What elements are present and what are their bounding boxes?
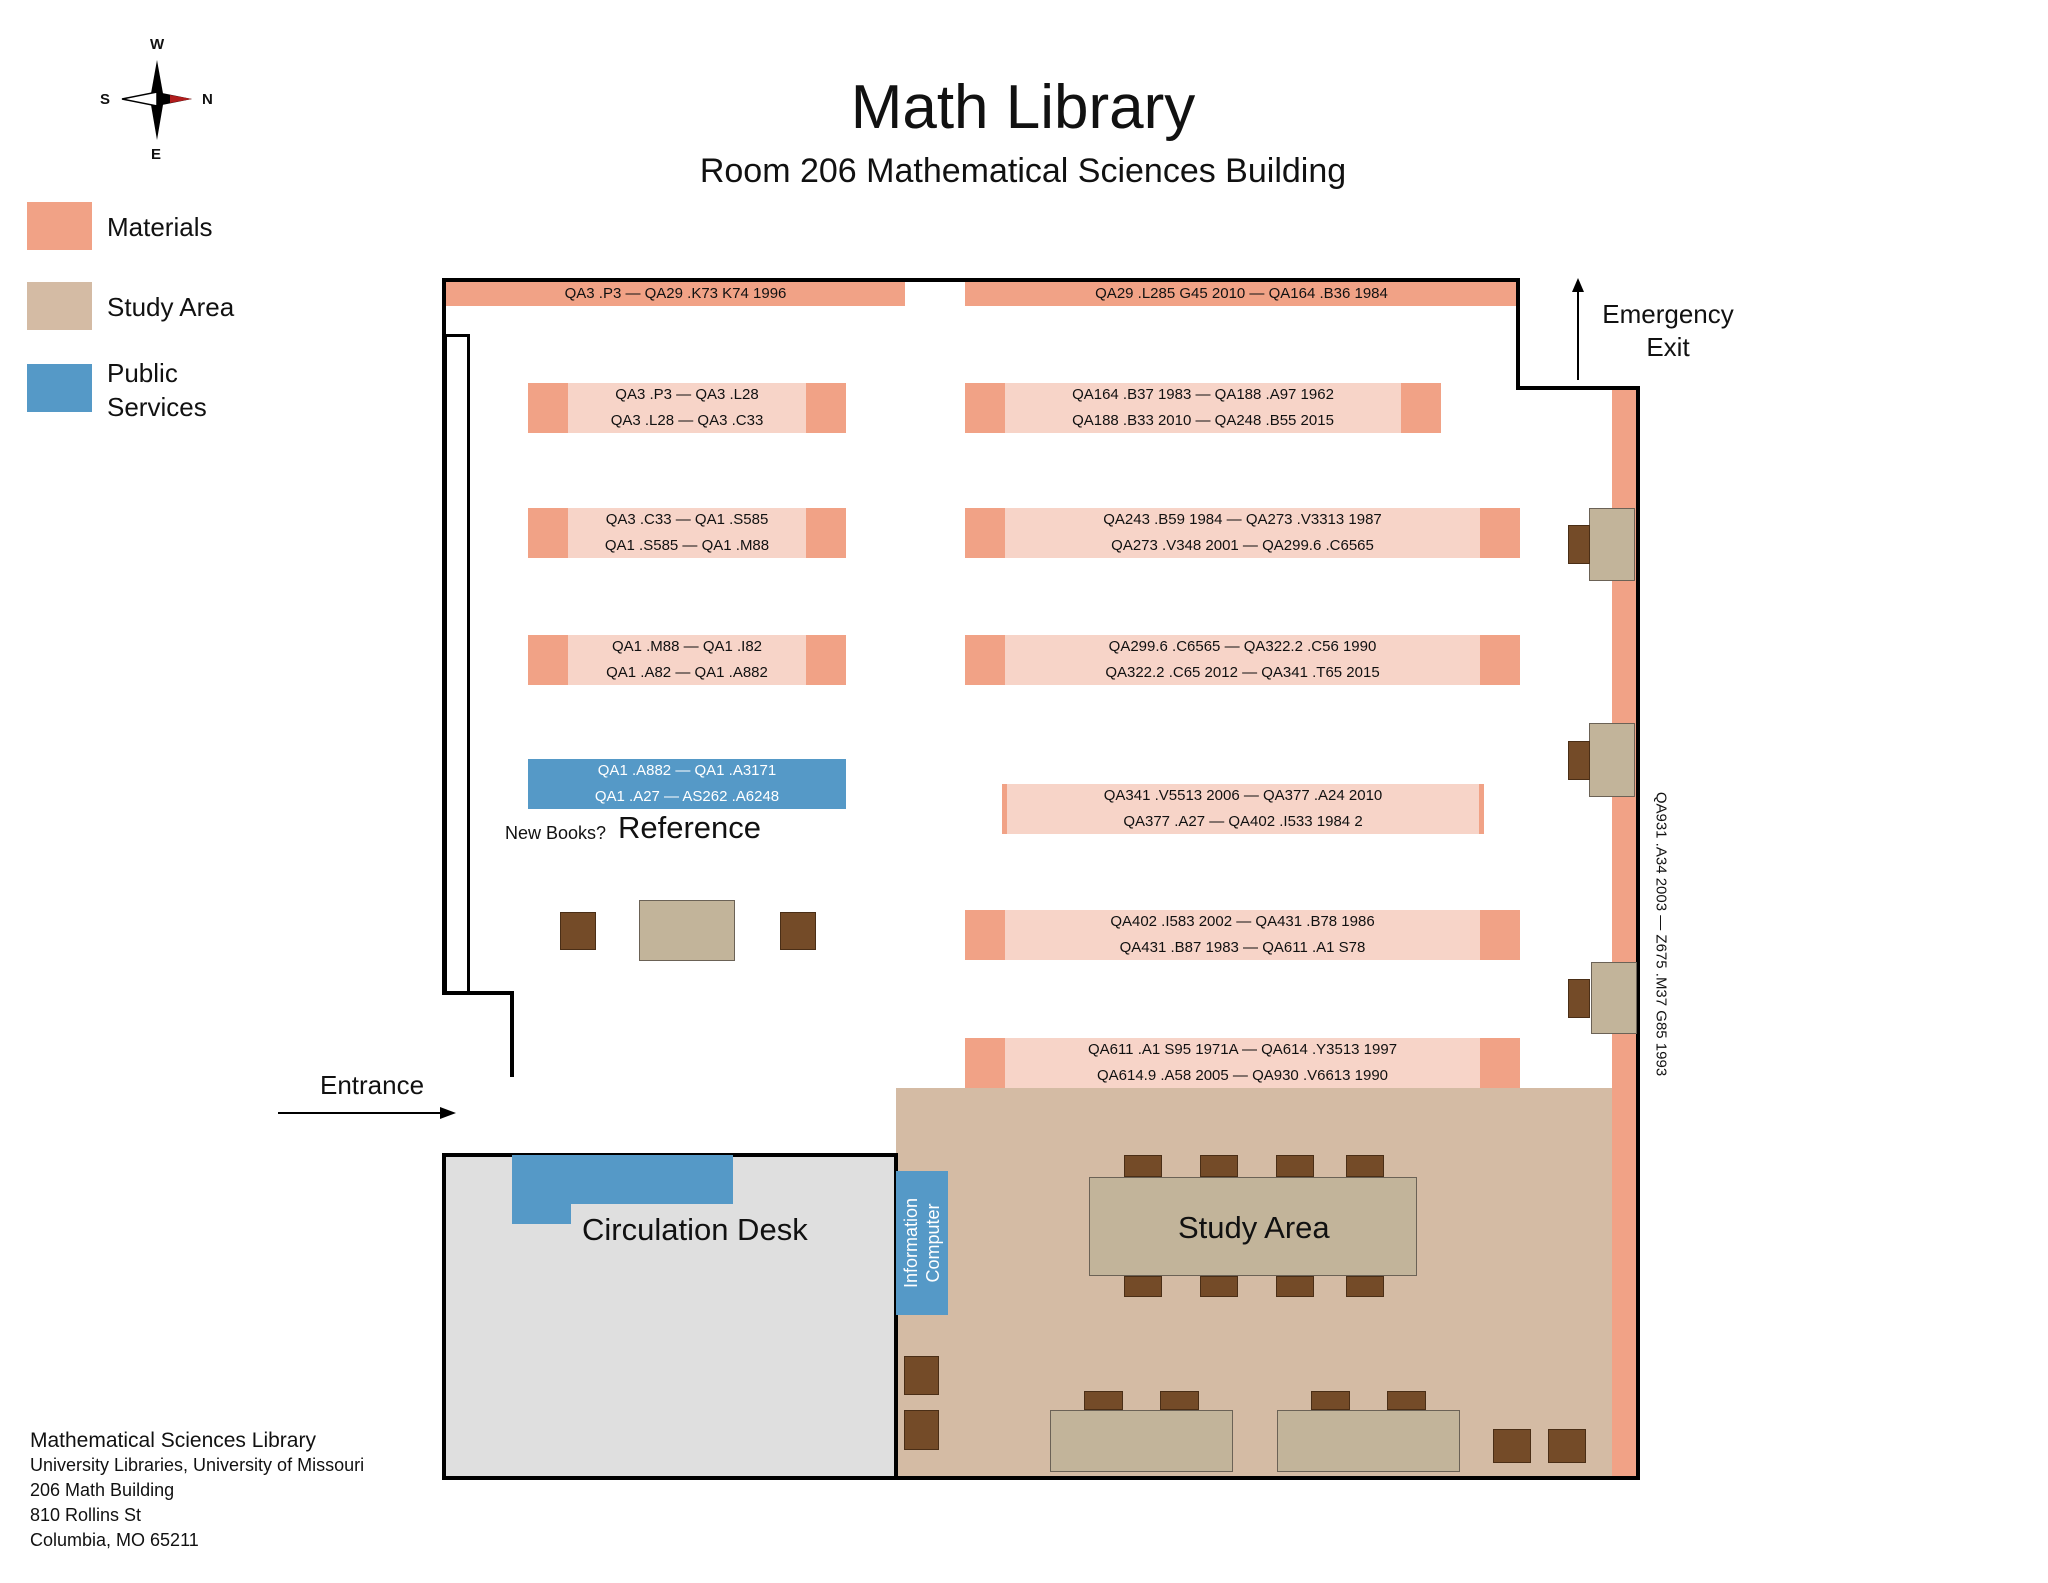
- wall-north: [442, 278, 1520, 282]
- circulation-desk-label: Circulation Desk: [582, 1212, 808, 1247]
- information-computer-label: Information Computer: [901, 1197, 943, 1289]
- chair: [1493, 1429, 1531, 1463]
- address-line: Mathematical Sciences Library: [30, 1429, 316, 1452]
- shelf-east-wall-label: QA931 .A34 2003 — Z675 .M37 G85 1993: [1652, 791, 1670, 1077]
- wall-circulation-east: [894, 1153, 898, 1480]
- reference-table: [639, 900, 735, 961]
- reference-label: Reference: [618, 810, 762, 845]
- wall-entrance-h: [444, 991, 514, 995]
- compass-w: W: [150, 36, 165, 53]
- study-table: [1050, 1410, 1233, 1472]
- address-line: 206 Math Building: [30, 1480, 175, 1500]
- information-computer[interactable]: [896, 1171, 948, 1315]
- legend-label-study-area: Study Area: [107, 292, 235, 322]
- chair: [1548, 1429, 1586, 1463]
- chair: [1276, 1276, 1314, 1297]
- chair: [1346, 1155, 1384, 1177]
- chair: [1160, 1391, 1199, 1410]
- emergency-exit-label[interactable]: Emergency Exit: [1602, 299, 1734, 362]
- chair: [1200, 1276, 1238, 1297]
- chair: [1124, 1276, 1162, 1297]
- carrel-table: [1589, 508, 1635, 581]
- chair: [1124, 1155, 1162, 1177]
- chair: [1568, 741, 1590, 780]
- study-table: [1277, 1410, 1460, 1472]
- address-line: University Libraries, University of Miss…: [30, 1455, 365, 1475]
- shelf-top-left: QA3 .P3 — QA29 .K73 K74 1996: [446, 282, 905, 306]
- map-title: Math Library: [850, 73, 1196, 142]
- circulation-desk: [512, 1155, 733, 1204]
- address-block: Mathematical Sciences Library University…: [30, 1428, 364, 1553]
- entrance-label[interactable]: Entrance: [320, 1070, 425, 1100]
- compass-n: N: [202, 91, 213, 108]
- entrance-arrow-icon: [278, 1105, 456, 1121]
- wall-exit-notch-v: [1516, 278, 1520, 390]
- chair: [1311, 1391, 1350, 1410]
- wall-east: [1636, 386, 1640, 1480]
- compass-rose-icon: W S N E: [100, 36, 220, 166]
- map-subtitle: Room 206 Mathematical Sciences Building: [699, 152, 1347, 190]
- legend-label-public-services: Public Services: [107, 358, 207, 422]
- carrel-table: [1591, 962, 1637, 1034]
- study-table: [1089, 1177, 1417, 1276]
- chair: [780, 912, 816, 950]
- legend-swatch-materials: [27, 202, 92, 250]
- legend-swatch-public-services: [27, 364, 92, 412]
- chair: [560, 912, 596, 950]
- chair: [1200, 1155, 1238, 1177]
- address-line: 810 Rollins St: [30, 1505, 142, 1525]
- circulation-desk-return: [512, 1200, 571, 1224]
- wall-circulation-west: [442, 1153, 446, 1480]
- wall-south: [442, 1476, 1640, 1480]
- chair: [904, 1356, 939, 1395]
- legend-label-materials: Materials: [107, 212, 213, 242]
- study-area-label: Study Area: [1178, 1210, 1330, 1245]
- new-books-label: New Books?: [505, 823, 607, 843]
- wall-exit-notch-h: [1516, 386, 1640, 390]
- compass-s: S: [100, 91, 111, 108]
- legend-swatch-study-area: [27, 282, 92, 330]
- west-column: [444, 334, 470, 995]
- wall-entrance-v: [510, 991, 514, 1077]
- shelf-top-right: QA29 .L285 G45 2010 — QA164 .B36 1984: [965, 282, 1518, 306]
- chair: [1084, 1391, 1123, 1410]
- address-line: Columbia, MO 65211: [30, 1530, 199, 1550]
- emergency-exit-arrow-icon: [1570, 278, 1586, 380]
- compass-e: E: [151, 146, 162, 163]
- chair: [1387, 1391, 1426, 1410]
- chair: [1346, 1276, 1384, 1297]
- chair: [904, 1410, 939, 1450]
- study-area-floor: [896, 1088, 1612, 1478]
- carrel-table: [1589, 723, 1635, 797]
- chair: [1568, 979, 1590, 1018]
- chair: [1276, 1155, 1314, 1177]
- chair: [1568, 525, 1590, 564]
